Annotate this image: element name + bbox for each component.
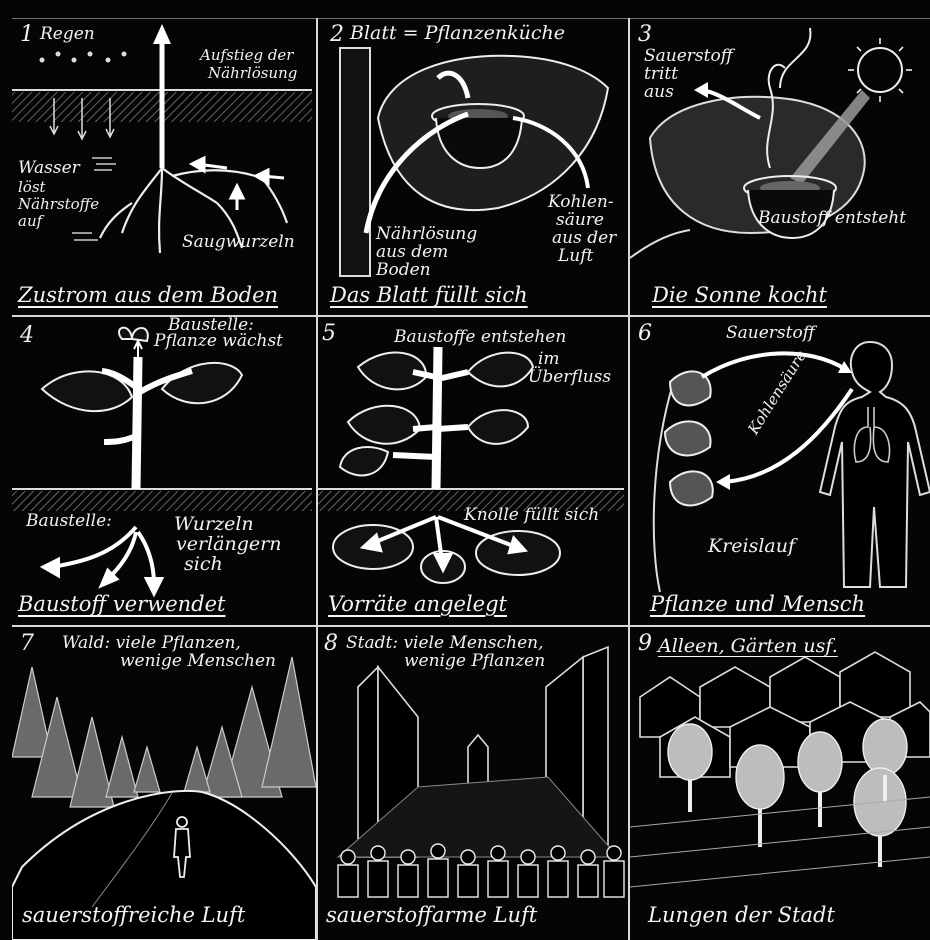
tuber-label: Knolle füllt sich xyxy=(464,507,599,525)
water-label-4: auf xyxy=(18,214,42,230)
panel-1-caption: Zustrom aus dem Boden xyxy=(18,283,278,307)
panel-5-caption: Vorräte angelegt xyxy=(328,592,507,616)
forest-trees xyxy=(12,657,316,807)
panel-9-number: 9 xyxy=(638,631,652,656)
panel-9-caption: Lungen der Stadt xyxy=(648,903,835,927)
rain-drops xyxy=(40,52,127,63)
panel-2-leaf: 2 Blatt = Pflanzenküche Nährlösung aus d… xyxy=(318,18,628,315)
growth-site-label-2: Pflanze wächst xyxy=(154,333,283,351)
panel-1-roots: 1 Regen Aufstieg der Nährlösung Wasser l… xyxy=(12,18,316,315)
panel-2-drawing xyxy=(318,18,628,315)
rain-label: Regen xyxy=(40,26,95,44)
panel-9-drawing xyxy=(630,627,930,940)
cycle-label: Kreislauf xyxy=(708,537,795,557)
panel-6-drawing xyxy=(630,317,930,625)
building-material-label: Baustoff entsteht xyxy=(758,210,906,228)
panel-3-number: 3 xyxy=(638,22,652,47)
panel-4-growth: 4 Baustelle: Pflanze wächst Baustelle: W… xyxy=(12,317,316,625)
panel-8-caption: sauerstoffarme Luft xyxy=(326,903,537,927)
panel-6-number: 6 xyxy=(638,321,652,346)
ascent-label-2: Nährlösung xyxy=(208,66,297,82)
suction-roots-label: Saugwurzeln xyxy=(182,234,295,252)
panel-2-title: Blatt = Pflanzenküche xyxy=(350,24,565,44)
panel-4-number: 4 xyxy=(20,323,34,348)
roots-extend-label-2: verlängern xyxy=(176,535,281,555)
panel-7-number: 7 xyxy=(20,631,34,656)
water-label-3: Nährstoffe xyxy=(18,197,99,213)
nutrient-label-3: Boden xyxy=(376,262,431,280)
water-label-2: löst xyxy=(18,180,46,196)
surplus-label-3: Überfluss xyxy=(528,369,611,387)
panel-7-caption: sauerstoffreiche Luft xyxy=(22,903,245,927)
panel-1-number: 1 xyxy=(20,22,34,47)
panel-9-title: Alleen, Gärten usf. xyxy=(658,635,838,657)
panel-4-caption: Baustoff verwendet xyxy=(18,592,225,616)
roots-extend-label-1: Wurzeln xyxy=(174,515,254,535)
oxygen-label-3: aus xyxy=(644,84,674,102)
panel-6-caption: Pflanze und Mensch xyxy=(650,592,865,616)
roots-extend-label-3: sich xyxy=(184,555,223,575)
panel-5-number: 5 xyxy=(322,321,336,346)
ascent-label-1: Aufstieg der xyxy=(200,48,293,64)
panel-2-number: 2 xyxy=(330,22,344,47)
panel-5-drawing xyxy=(318,317,628,625)
oxygen-flow-label: Sauerstoff xyxy=(726,325,815,343)
panel-3-sun: 3 Sauerstoff tritt aus Baustoff entsteht… xyxy=(630,18,930,315)
panel-6-cycle: 6 Sauerstoff Kohlensäure Kreislauf Pflan… xyxy=(630,317,930,625)
panel-7-forest: 7 Wald: viele Pflanzen, wenige Menschen … xyxy=(12,627,316,940)
panel-9-avenues: 9 Alleen, Gärten usf. Lungen der Stadt xyxy=(630,627,930,940)
surplus-label-1: Baustoffe entstehen xyxy=(394,329,566,347)
panel-5-storage: 5 Baustoffe entstehen im Überfluss Knoll… xyxy=(318,317,628,625)
forest-label-2: wenige Menschen xyxy=(120,653,276,671)
co2-label-4: Luft xyxy=(558,248,593,266)
panel-7-drawing xyxy=(12,627,316,940)
sun-icon xyxy=(848,38,912,102)
city-label-2: wenige Pflanzen xyxy=(404,653,545,671)
root-site-label: Baustelle: xyxy=(26,513,112,531)
panel-8-city: 8 Stadt: viele Menschen, wenige Pflanzen… xyxy=(318,627,628,940)
panel-8-number: 8 xyxy=(324,631,338,656)
panel-2-caption: Das Blatt füllt sich xyxy=(330,283,528,307)
panel-4-drawing xyxy=(12,317,316,625)
panel-3-caption: Die Sonne kocht xyxy=(652,283,827,307)
panel-8-drawing xyxy=(318,627,628,940)
water-label-1: Wasser xyxy=(18,160,80,178)
